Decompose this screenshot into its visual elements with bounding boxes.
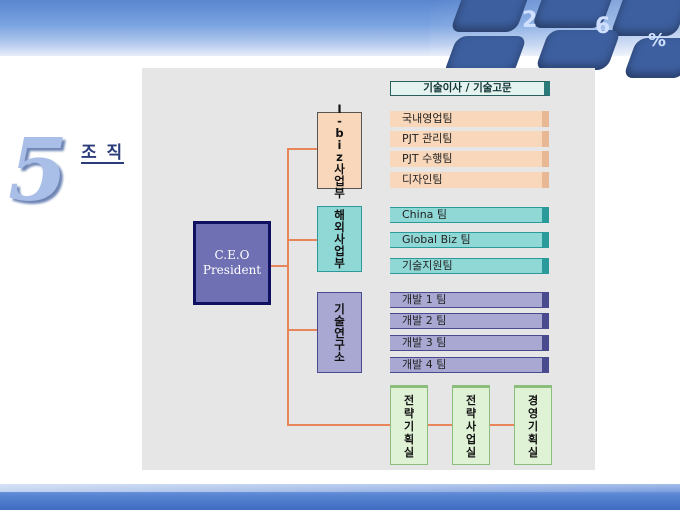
dept-char: 업 <box>334 173 345 188</box>
office-char: 실 <box>527 445 539 459</box>
office-char: 실 <box>403 445 415 459</box>
office-char: 전 <box>465 393 477 407</box>
key-glyph: 6 <box>595 14 611 39</box>
dept-char: 술 <box>334 313 345 328</box>
department-overseas: 해 외 사 업 부 <box>317 206 362 272</box>
ceo-box: C.E.O President <box>193 221 271 305</box>
ceo-title: C.E.O <box>214 248 250 262</box>
dept-char: 구 <box>334 337 345 352</box>
dept-char: 연 <box>334 325 345 340</box>
dept-char: 사 <box>334 161 345 176</box>
dept-char: 부 <box>334 185 345 200</box>
team-box: 디자인팀 <box>390 172 549 188</box>
dept-char: - <box>337 113 342 128</box>
dept-char: 외 <box>334 220 345 234</box>
dept-char: i <box>337 137 342 152</box>
office-char: 전 <box>403 393 415 407</box>
team-box: 개발 3 팀 <box>390 335 549 351</box>
office-char: 경 <box>527 393 539 407</box>
office-char: 업 <box>465 432 477 446</box>
connector-line <box>287 148 289 426</box>
team-box: 개발 2 팀 <box>390 313 549 329</box>
dept-char: b <box>335 125 344 140</box>
section-title: 조 직 <box>81 143 125 164</box>
office-strategy-planning: 전 략 기 획 실 <box>390 385 428 465</box>
ceo-subtitle: President <box>202 263 262 277</box>
dept-char: 업 <box>334 244 345 258</box>
connector-line <box>287 329 317 331</box>
office-management-planning: 경 영 기 획 실 <box>514 385 552 465</box>
section-number: 5 <box>8 120 68 221</box>
calculator-keys-image: 2 6 % <box>430 0 680 78</box>
connector-line <box>271 265 288 267</box>
office-strategy-business: 전 략 사 업 실 <box>452 385 490 465</box>
dept-char: 기 <box>334 301 345 316</box>
department-research: 기 술 연 구 소 <box>317 292 362 373</box>
dept-char: 소 <box>334 349 345 364</box>
calculator-key <box>449 0 533 32</box>
office-char: 략 <box>465 406 477 420</box>
department-ibiz: I - b i z 사 업 부 <box>317 103 362 199</box>
office-char: 기 <box>527 419 539 433</box>
office-char: 기 <box>403 419 415 433</box>
office-char: 영 <box>527 406 539 420</box>
office-char: 실 <box>465 445 477 459</box>
dept-char: 부 <box>334 256 345 270</box>
connector-line <box>287 239 317 241</box>
top-banner: 2 6 % <box>0 0 680 78</box>
team-box: 개발 1 팀 <box>390 292 549 308</box>
dept-char: I <box>337 101 342 116</box>
bottom-bar <box>0 484 680 510</box>
dept-char: z <box>336 149 343 164</box>
team-box: PJT 관리팀 <box>390 131 549 147</box>
office-char: 략 <box>403 406 415 420</box>
office-char: 획 <box>403 432 415 446</box>
team-box: 개발 4 팀 <box>390 357 549 373</box>
key-glyph: % <box>648 30 667 51</box>
office-char: 획 <box>527 432 539 446</box>
team-box: China 팀 <box>390 207 549 223</box>
team-box: Global Biz 팀 <box>390 232 549 248</box>
team-box: 기술지원팀 <box>390 258 549 274</box>
team-box: 국내영업팀 <box>390 111 549 127</box>
calculator-key <box>609 0 680 36</box>
advisor-box: 기술이사 / 기술고문 <box>390 81 550 96</box>
dept-char: 사 <box>334 232 345 246</box>
connector-line <box>287 148 317 150</box>
key-glyph: 2 <box>522 8 538 33</box>
dept-char: 해 <box>334 208 345 222</box>
office-char: 사 <box>465 419 477 433</box>
team-box: PJT 수행팀 <box>390 151 549 167</box>
